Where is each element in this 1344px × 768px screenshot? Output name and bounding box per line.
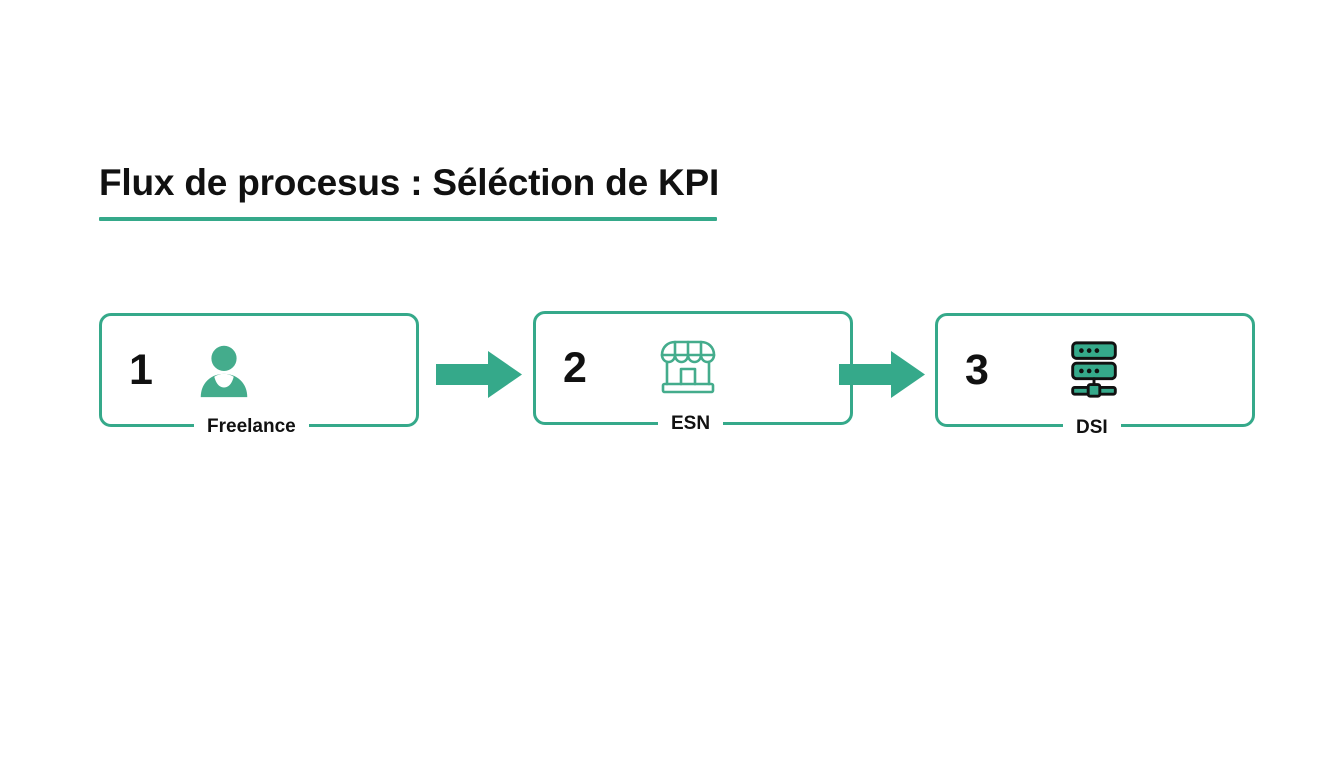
flow-step-card-2[interactable]: 2: [533, 311, 853, 436]
user-icon: [191, 337, 257, 403]
flow-step-2-content: 2: [536, 314, 850, 422]
flow-step-3-content: 3: [938, 316, 1252, 424]
flow-step-1-number: 1: [129, 345, 153, 394]
title-underline: [99, 216, 717, 221]
storefront-icon: [655, 335, 721, 401]
flow-step-2-label: ESN: [658, 412, 724, 436]
flow-step-1-content: 1: [102, 316, 416, 424]
title-block: Flux de procesus : Séléction de KPI: [99, 162, 799, 221]
arrow-right-icon: [839, 351, 925, 398]
page-title: Flux de procesus : Séléction de KPI: [99, 162, 720, 203]
process-flow-diagram: 1 Freelance 2: [99, 311, 1255, 440]
flow-step-3-number: 3: [965, 345, 989, 394]
server-rack-icon: [1061, 337, 1127, 403]
flow-step-2-number: 2: [563, 343, 587, 392]
flow-step-card-1[interactable]: 1 Freelance: [99, 313, 419, 439]
flow-step-1-label: Freelance: [194, 415, 309, 439]
flow-step-3-label: DSI: [1063, 416, 1121, 440]
flow-step-card-3[interactable]: 3: [935, 313, 1255, 440]
arrow-right-icon: [436, 351, 522, 398]
